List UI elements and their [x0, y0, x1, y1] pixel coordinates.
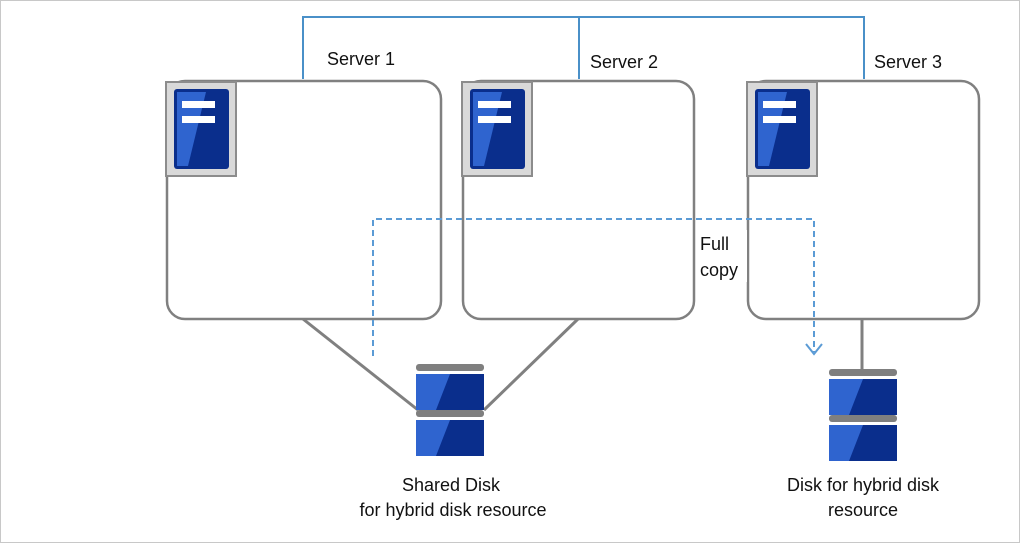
hybrid-disk-label-line1: Disk for hybrid disk — [787, 475, 940, 495]
hybrid-disk-label-line2: resource — [828, 500, 898, 520]
full-copy-arrow — [372, 218, 815, 356]
network-line — [302, 16, 865, 79]
server-2-label: Server 2 — [590, 52, 658, 72]
server-icon — [746, 81, 818, 177]
shared-disk-label-line1: Shared Disk — [402, 475, 501, 495]
server-icon — [461, 81, 533, 177]
shared-disk-label-line2: for hybrid disk resource — [359, 500, 546, 520]
server-3-label: Server 3 — [874, 52, 942, 72]
server-1-label: Server 1 — [327, 49, 395, 69]
server-icon — [165, 81, 237, 177]
copy-label-bg — [697, 230, 747, 282]
arrow-head-icon — [805, 343, 823, 356]
disk-icon — [416, 364, 484, 456]
copy-label-line2: copy — [700, 260, 738, 280]
disk-icon — [829, 369, 897, 461]
disk-connection-lines — [302, 317, 864, 412]
copy-label-line1: Full — [700, 234, 729, 254]
